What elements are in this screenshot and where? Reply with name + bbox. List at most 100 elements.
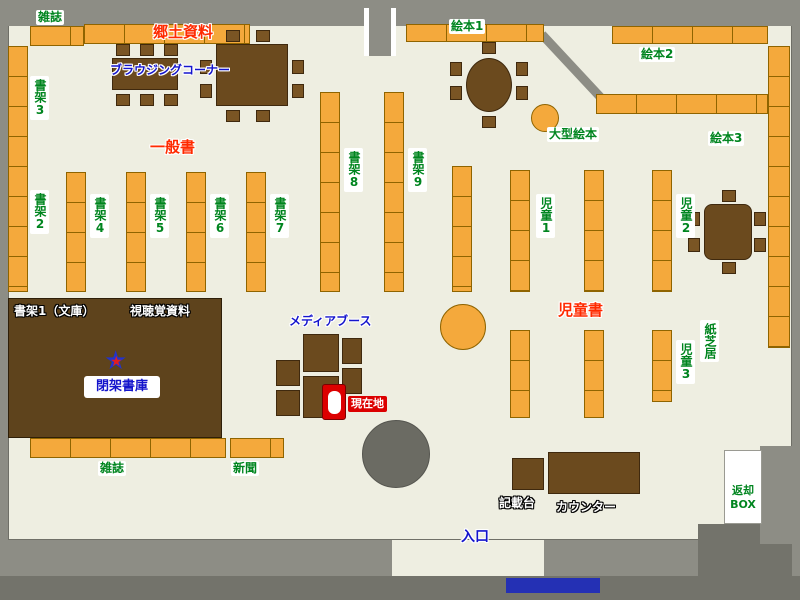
picture-book-round-table bbox=[466, 58, 512, 112]
label-magazine-top: 雑誌 bbox=[36, 10, 65, 25]
top-wall-stub bbox=[369, 8, 391, 56]
media-booth-unit bbox=[303, 334, 339, 372]
top-wall-right bbox=[396, 8, 792, 26]
picture-book-shelf-top bbox=[612, 26, 768, 44]
shelf-magazine-top bbox=[30, 26, 84, 46]
children-shelf-3c bbox=[652, 330, 672, 402]
browsing-table-right bbox=[216, 44, 288, 106]
children-shelf-2 bbox=[652, 170, 672, 292]
label-newspapers: 新聞 bbox=[231, 461, 260, 476]
bottom-exterior-band bbox=[0, 576, 800, 600]
label-large-picture-book: 大型絵本 bbox=[547, 127, 600, 142]
label-shelf-7: 書架7 bbox=[270, 194, 289, 238]
center-shelf bbox=[452, 166, 472, 292]
return-box-wall bbox=[760, 446, 792, 544]
current-location-marker bbox=[322, 384, 346, 420]
round-display-stand bbox=[440, 304, 486, 350]
children-shelf-3b bbox=[584, 330, 604, 418]
right-wall-shelf bbox=[768, 46, 790, 348]
left-wall-shelf bbox=[8, 46, 28, 292]
chair bbox=[450, 86, 462, 100]
closed-stacks-label: 閉架書庫 bbox=[95, 379, 148, 394]
label-picture-book3: 絵本3 bbox=[708, 131, 745, 146]
chair bbox=[754, 238, 766, 252]
label-current-location: 現在地 bbox=[348, 396, 387, 412]
return-box-slot bbox=[724, 450, 762, 524]
shelf-8 bbox=[320, 92, 340, 292]
chair bbox=[292, 60, 304, 74]
chair bbox=[450, 62, 462, 76]
top-wall-left bbox=[8, 8, 364, 26]
chair bbox=[292, 84, 304, 98]
chair bbox=[722, 262, 736, 274]
shelf-9 bbox=[384, 92, 404, 292]
label-return-line1: 返却 bbox=[732, 484, 754, 497]
chair bbox=[754, 212, 766, 226]
shelf-local-materials bbox=[84, 24, 250, 44]
picture-book-shelf-mid bbox=[596, 94, 768, 114]
label-counter: カウンター bbox=[556, 500, 617, 514]
label-shelf-3: 書架3 bbox=[30, 76, 49, 120]
label-av-materials: 視聴覚資料 bbox=[130, 304, 191, 318]
label-shelf-9: 書架9 bbox=[408, 148, 427, 192]
label-media-booth: メディアブース bbox=[289, 314, 372, 328]
chair bbox=[256, 30, 270, 42]
writing-desk bbox=[512, 458, 544, 490]
children-shelf-3a bbox=[510, 330, 530, 418]
chair bbox=[226, 30, 240, 42]
label-shelf-6: 書架6 bbox=[210, 194, 229, 238]
chair bbox=[226, 110, 240, 122]
closed-stacks-area bbox=[8, 298, 222, 438]
label-picture-book1: 絵本1 bbox=[449, 19, 486, 34]
chair bbox=[140, 44, 154, 56]
chair bbox=[482, 116, 496, 128]
label-picture-book2: 絵本2 bbox=[639, 47, 676, 62]
label-children-1: 児童1 bbox=[536, 194, 555, 238]
bottom-blue-bar bbox=[506, 578, 600, 593]
label-children-3: 児童3 bbox=[676, 340, 695, 384]
media-booth-unit bbox=[276, 360, 300, 386]
label-children-books: 児童書 bbox=[558, 301, 604, 319]
browsing-table-left bbox=[112, 58, 178, 90]
chair bbox=[482, 42, 496, 54]
top-door-gap-left bbox=[364, 8, 369, 56]
label-shelf-8: 書架8 bbox=[344, 148, 363, 192]
entrance-opening bbox=[392, 540, 544, 576]
media-booth-unit bbox=[342, 368, 362, 394]
shelf-newspapers bbox=[230, 438, 284, 458]
chair bbox=[116, 44, 130, 56]
label-magazines-bottom: 雑誌 bbox=[98, 461, 127, 476]
chair bbox=[200, 60, 212, 74]
label-local-materials: 郷土資料 bbox=[153, 23, 214, 41]
chair bbox=[200, 84, 212, 98]
media-booth-unit bbox=[276, 390, 300, 416]
closed-stacks-label-box: 閉架書庫 bbox=[84, 376, 160, 398]
top-door-gap-right bbox=[391, 8, 396, 56]
chair bbox=[688, 238, 700, 252]
label-entrance: 入口 bbox=[461, 529, 489, 545]
label-kamishibai: 紙芝居 bbox=[700, 320, 719, 362]
label-shelf-4: 書架4 bbox=[90, 194, 109, 238]
label-return-box: 返却 BOX bbox=[724, 484, 762, 512]
shelf-4 bbox=[66, 172, 86, 292]
chair bbox=[164, 94, 178, 106]
label-shelf-2: 書架2 bbox=[30, 190, 49, 234]
star-inner: ★ bbox=[110, 354, 123, 370]
shelf-5 bbox=[126, 172, 146, 292]
children-shelf-1a bbox=[510, 170, 530, 292]
shelf-7 bbox=[246, 172, 266, 292]
children-shelf-1b bbox=[584, 170, 604, 292]
label-return-line2: BOX bbox=[730, 498, 756, 511]
label-shelf-1-bunko: 書架1（文庫） bbox=[14, 304, 95, 318]
chair bbox=[116, 94, 130, 106]
pillar bbox=[362, 420, 430, 488]
label-browsing-corner: ブラウジングコーナー bbox=[110, 63, 231, 77]
chair bbox=[516, 86, 528, 100]
chair bbox=[722, 190, 736, 202]
chair bbox=[516, 62, 528, 76]
chair bbox=[140, 94, 154, 106]
shelf-magazines-bottom bbox=[30, 438, 226, 458]
media-booth-unit bbox=[342, 338, 362, 364]
current-location-marker-inner bbox=[328, 391, 341, 414]
